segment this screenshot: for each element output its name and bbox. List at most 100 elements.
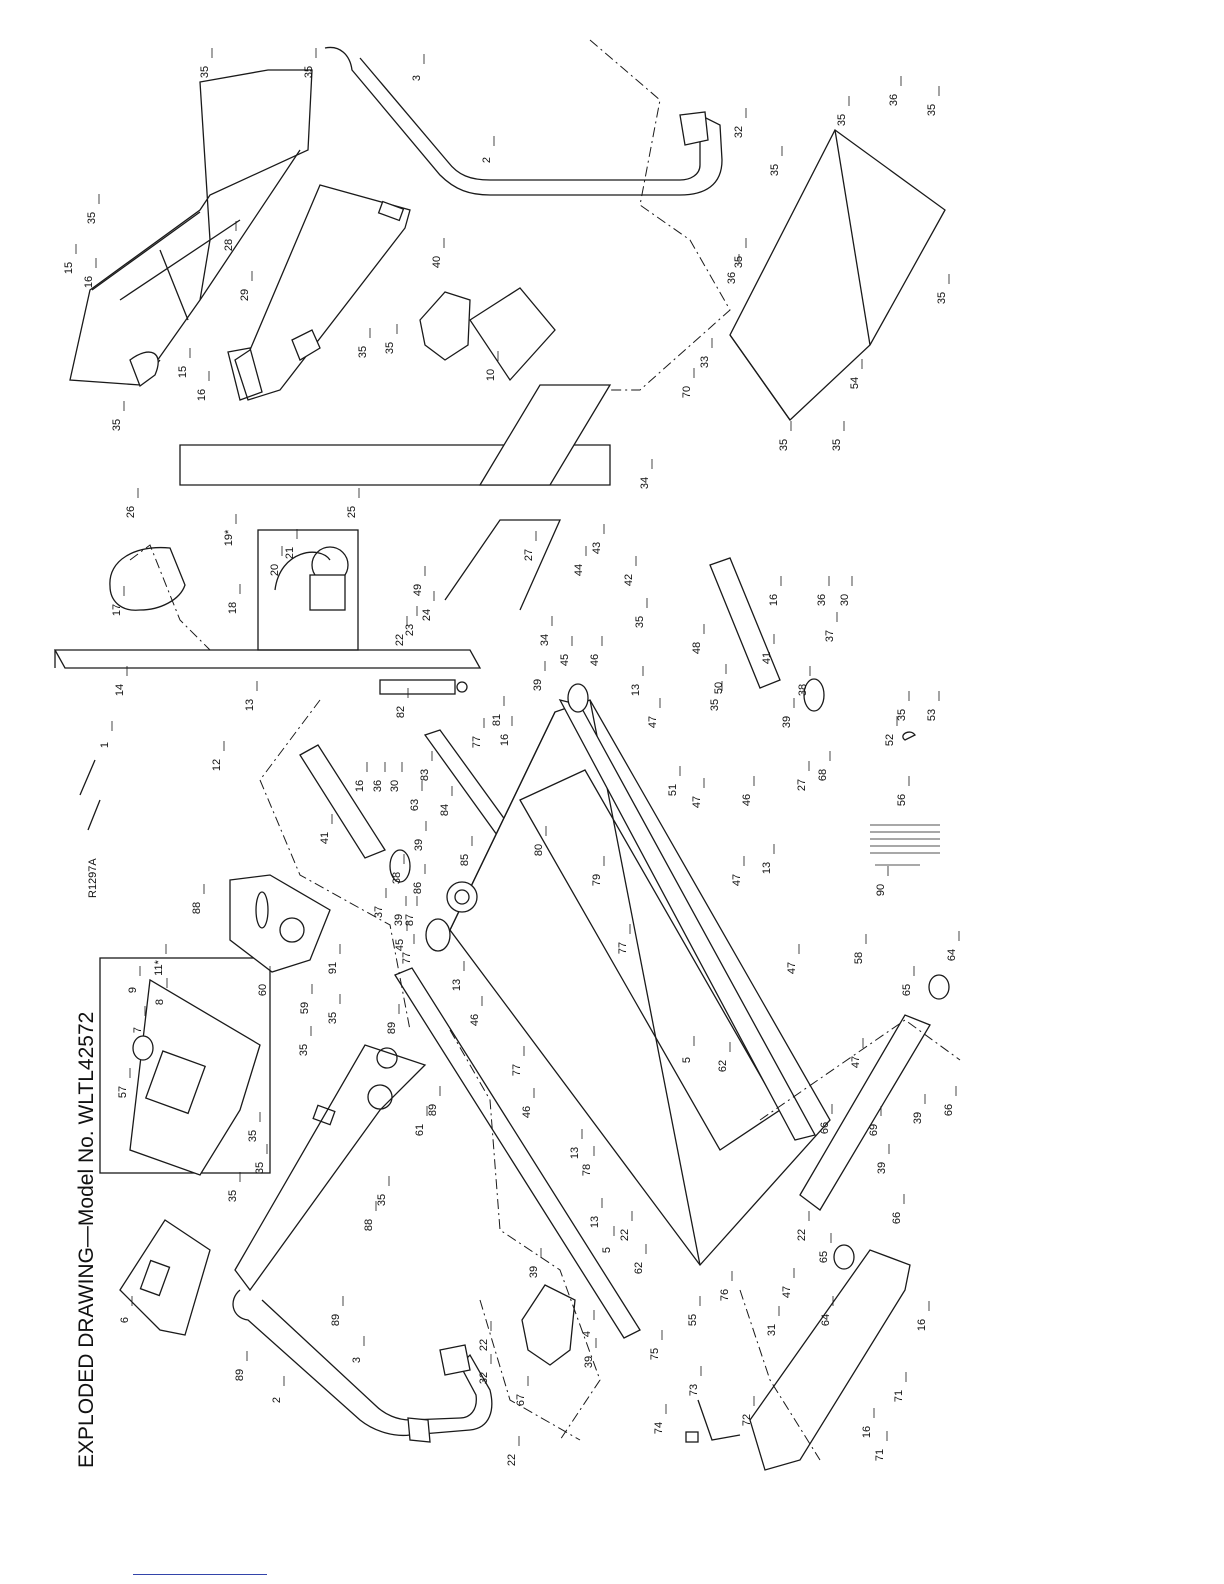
callout-58: 58 bbox=[853, 952, 865, 964]
callout-35: 35 bbox=[376, 1194, 388, 1206]
callout-50: 50 bbox=[713, 682, 725, 694]
callout-39: 39 bbox=[413, 839, 425, 851]
callout-71: 71 bbox=[893, 1390, 905, 1402]
callout-60: 60 bbox=[257, 984, 269, 996]
pulley-38-left bbox=[389, 849, 411, 883]
callout-81: 81 bbox=[491, 714, 503, 726]
callout-2: 2 bbox=[271, 1397, 283, 1403]
base-frame-69 bbox=[799, 1014, 931, 1211]
callout-61: 61 bbox=[414, 1124, 426, 1136]
callout-90: 90 bbox=[875, 884, 887, 896]
callout-19-star: 19* bbox=[223, 529, 235, 546]
callout-46: 46 bbox=[589, 654, 601, 666]
callout-16: 16 bbox=[499, 734, 511, 746]
phantom-lines bbox=[129, 39, 961, 1461]
callout-68: 68 bbox=[817, 769, 829, 781]
callout-26: 26 bbox=[125, 506, 137, 518]
callout-63: 63 bbox=[409, 799, 421, 811]
callout-39: 39 bbox=[583, 1356, 595, 1368]
callout-35: 35 bbox=[936, 292, 948, 304]
callout-77: 77 bbox=[511, 1064, 523, 1076]
callout-64: 64 bbox=[820, 1314, 832, 1326]
callout-89: 89 bbox=[386, 1022, 398, 1034]
callout-13: 13 bbox=[244, 699, 256, 711]
callout-10: 10 bbox=[485, 369, 497, 381]
side-rail-75 bbox=[394, 967, 641, 1339]
callout-52: 52 bbox=[884, 734, 896, 746]
callout-51: 51 bbox=[667, 784, 679, 796]
callout-66: 66 bbox=[943, 1104, 955, 1116]
callout-62: 62 bbox=[633, 1262, 645, 1274]
callout-80: 80 bbox=[533, 844, 545, 856]
safety-tether-1 bbox=[79, 759, 101, 831]
callout-13: 13 bbox=[569, 1147, 581, 1159]
callout-44: 44 bbox=[573, 564, 585, 576]
callout-46: 46 bbox=[469, 1014, 481, 1026]
callout-35: 35 bbox=[357, 346, 369, 358]
drawing-title: EXPLODED DRAWING—Model No. WLTL42572 bbox=[75, 1012, 98, 1468]
callout-7: 7 bbox=[132, 1027, 144, 1033]
callout-16: 16 bbox=[83, 276, 95, 288]
callout-66: 66 bbox=[819, 1122, 831, 1134]
callout-16: 16 bbox=[861, 1426, 873, 1438]
callout-34: 34 bbox=[539, 634, 551, 646]
callout-89: 89 bbox=[330, 1314, 342, 1326]
callout-16: 16 bbox=[196, 389, 208, 401]
front-roller-41-left bbox=[299, 744, 386, 859]
callout-77: 77 bbox=[471, 736, 483, 748]
callout-32: 32 bbox=[478, 1372, 490, 1384]
callout-12: 12 bbox=[211, 759, 223, 771]
callout-53: 53 bbox=[926, 709, 938, 721]
callout-46: 46 bbox=[521, 1106, 533, 1118]
safety-key-74 bbox=[685, 1431, 699, 1443]
callout-55: 55 bbox=[687, 1314, 699, 1326]
callout-37: 37 bbox=[373, 906, 385, 918]
callout-87: 87 bbox=[404, 914, 416, 926]
callout-36: 36 bbox=[816, 594, 828, 606]
console-11 bbox=[99, 957, 271, 1176]
callout-47: 47 bbox=[647, 716, 659, 728]
callout-39: 39 bbox=[912, 1112, 924, 1124]
callout-41: 41 bbox=[319, 832, 331, 844]
callout-47: 47 bbox=[731, 874, 743, 886]
callout-74: 74 bbox=[653, 1422, 665, 1434]
callout-47: 47 bbox=[850, 1056, 862, 1068]
console-cover-6 bbox=[119, 1219, 211, 1336]
callout-40: 40 bbox=[431, 256, 443, 268]
callout-31: 31 bbox=[766, 1324, 778, 1336]
callout-79: 79 bbox=[591, 874, 603, 886]
callout-56: 56 bbox=[896, 794, 908, 806]
callout-17: 17 bbox=[111, 604, 123, 616]
front-roller-41-right bbox=[709, 557, 781, 689]
handrail-lower-2 bbox=[232, 1289, 493, 1443]
callout-11-star: 11* bbox=[153, 959, 165, 975]
callout-15: 15 bbox=[63, 262, 75, 274]
callout-35: 35 bbox=[327, 1012, 339, 1024]
bracket-40 bbox=[419, 291, 471, 361]
callout-83: 83 bbox=[419, 769, 431, 781]
callout-18: 18 bbox=[227, 602, 239, 614]
callout-73: 73 bbox=[688, 1384, 700, 1396]
callout-22: 22 bbox=[796, 1229, 808, 1241]
bolt-set-56 bbox=[870, 824, 940, 866]
upright-crossbar bbox=[179, 384, 612, 611]
drive-belt-17 bbox=[109, 546, 186, 611]
wheel-45b bbox=[567, 683, 589, 713]
callout-35: 35 bbox=[896, 709, 908, 721]
callout-35: 35 bbox=[199, 66, 211, 78]
callout-88: 88 bbox=[191, 902, 203, 914]
motor-assembly-19 bbox=[257, 529, 359, 651]
callout-13: 13 bbox=[761, 862, 773, 874]
callout-71: 71 bbox=[874, 1449, 886, 1461]
callout-39: 39 bbox=[781, 716, 793, 728]
callout-89: 89 bbox=[427, 1104, 439, 1116]
callout-67: 67 bbox=[515, 1394, 527, 1406]
callout-9: 9 bbox=[127, 987, 139, 993]
callout-22: 22 bbox=[619, 1229, 631, 1241]
callout-47: 47 bbox=[781, 1286, 793, 1298]
wheel-45 bbox=[425, 918, 451, 952]
callout-88: 88 bbox=[363, 1219, 375, 1231]
callout-54: 54 bbox=[849, 377, 861, 389]
